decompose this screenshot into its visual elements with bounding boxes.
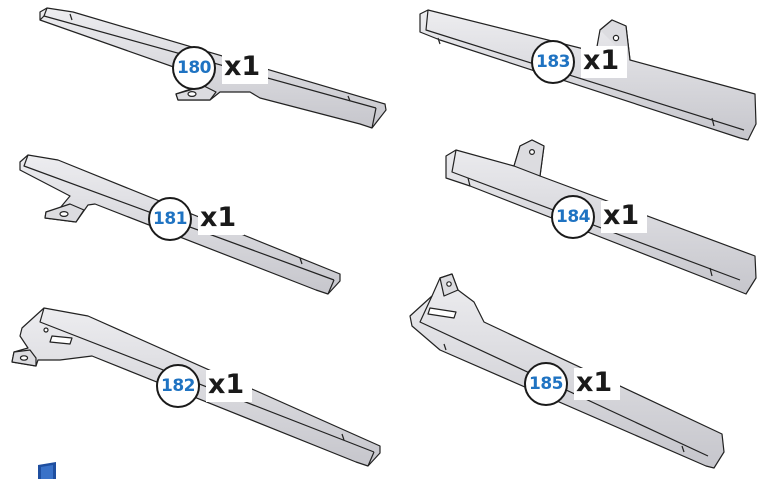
part-number-badge: 182	[156, 364, 200, 408]
part-quantity: x1	[601, 201, 648, 233]
part-number-badge: 183	[531, 40, 575, 84]
part-label-180: 180 x1	[172, 46, 269, 90]
part-label-184: 184 x1	[551, 195, 648, 239]
part-number-badge: 181	[148, 197, 192, 241]
part-number-badge: 180	[172, 46, 216, 90]
part-label-181: 181 x1	[148, 197, 245, 241]
corner-mark-icon	[38, 462, 56, 479]
part-number-badge: 185	[524, 362, 568, 406]
part-quantity: x1	[581, 46, 628, 78]
part-label-183: 183 x1	[531, 40, 628, 84]
part-label-182: 182 x1	[156, 364, 253, 408]
part-quantity: x1	[222, 52, 269, 84]
part-quantity: x1	[574, 368, 621, 400]
part-quantity: x1	[198, 203, 245, 235]
part-quantity: x1	[206, 370, 253, 402]
part-label-185: 185 x1	[524, 362, 621, 406]
part-number-badge: 184	[551, 195, 595, 239]
